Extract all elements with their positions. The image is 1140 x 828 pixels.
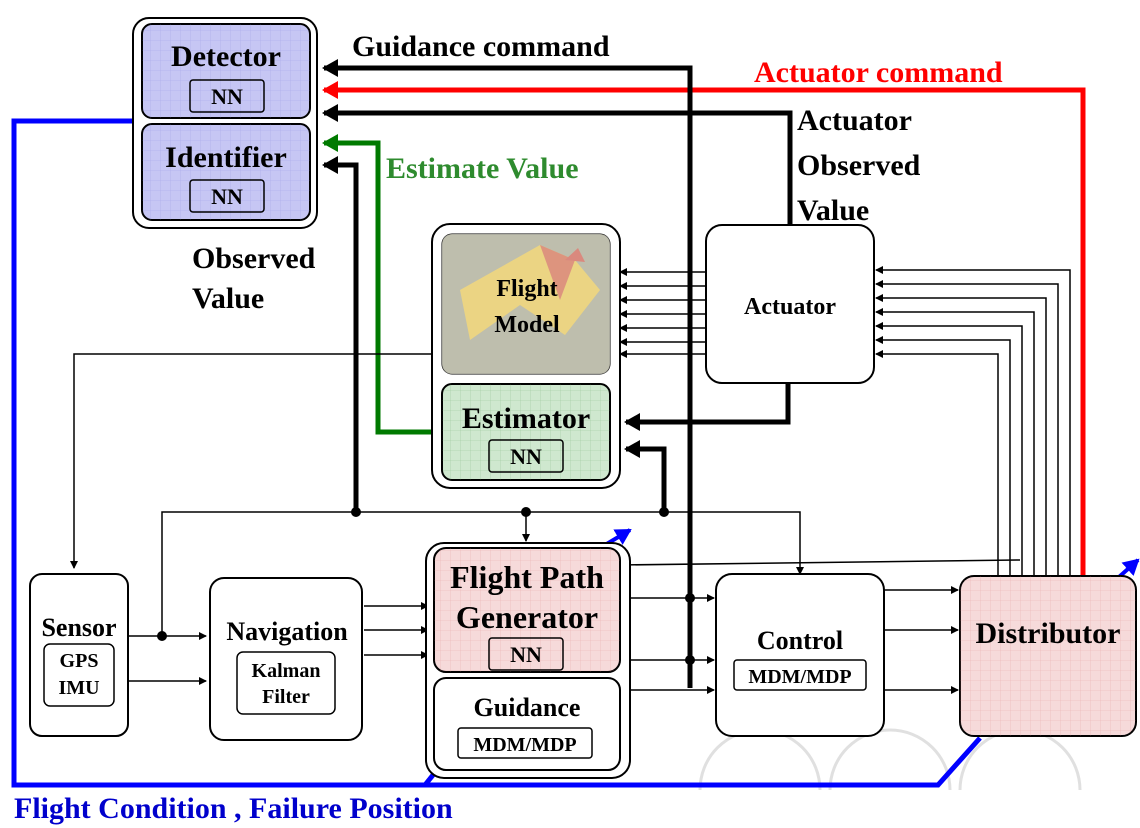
fpg-nn-box — [488, 637, 564, 671]
guidance-command-label: Guidance command — [352, 30, 610, 63]
kalman-filter-box — [236, 651, 336, 715]
footer-label: Flight Condition , Failure Position — [14, 792, 453, 825]
distributor-label: Distributor — [976, 617, 1121, 650]
identifier-nn-label: NN — [211, 184, 243, 209]
control-sub-box — [733, 659, 867, 691]
guidance-sub-box — [457, 727, 593, 759]
kalman-label: Kalman — [252, 660, 321, 682]
navigation-block — [209, 577, 363, 741]
estimator-nn-label: NN — [510, 444, 542, 469]
flight-model-label-2: Model — [494, 312, 560, 338]
actuator-block — [705, 224, 875, 384]
guidance-block — [433, 677, 621, 771]
navigation-label: Navigation — [226, 617, 348, 646]
estimate-value-label: Estimate Value — [386, 152, 579, 185]
identifier-label: Identifier — [165, 141, 287, 174]
actuator-label: Actuator — [744, 294, 836, 320]
fpg-nn-label: NN — [510, 642, 542, 667]
estimator-nn-box — [488, 439, 564, 473]
actuator-command-label: Actuator command — [754, 56, 1003, 89]
guidance-sub-label: MDM/MDP — [473, 734, 576, 756]
observed-value-label-2: Value — [192, 282, 264, 315]
control-label: Control — [757, 626, 843, 655]
actuator-command-line — [322, 81, 1086, 578]
guidance-command-line — [322, 59, 693, 688]
actuator-observed-line — [322, 104, 793, 225]
actuator-observed-label-3: Value — [797, 194, 869, 227]
control-sub-label: MDM/MDP — [748, 666, 851, 688]
aircraft-shape — [460, 245, 600, 340]
observed-value-label-1: Observed — [192, 242, 316, 275]
sensor-to-estimator-line — [624, 440, 667, 512]
fpg-label-2: Generator — [456, 599, 598, 635]
junction-dots — [157, 507, 695, 665]
flight-model-label-1: Flight — [496, 276, 557, 302]
sensor-label: Sensor — [41, 613, 116, 642]
guidance-label: Guidance — [474, 693, 581, 722]
observed-value-line — [322, 156, 359, 510]
watermark — [698, 728, 1082, 791]
sensor-sub-box — [43, 643, 115, 707]
estimate-value-line — [322, 134, 442, 435]
detector-nn-label: NN — [211, 84, 243, 109]
signal-lines — [70, 266, 1071, 694]
actuator-observed-label-1: Actuator — [797, 104, 912, 137]
estimator-label: Estimator — [462, 402, 590, 435]
detector-nn-box — [189, 79, 265, 113]
control-block — [715, 573, 885, 737]
sensor-block — [29, 573, 129, 737]
identifier-nn-box — [189, 179, 265, 213]
filter-label: Filter — [262, 686, 310, 708]
sensor-gps-label: GPS — [60, 650, 99, 672]
actuator-to-estimator-line — [624, 384, 791, 431]
sensor-imu-label: IMU — [58, 677, 99, 699]
detector-label: Detector — [171, 40, 281, 73]
actuator-observed-label-2: Observed — [797, 149, 921, 182]
fpg-label-1: Flight Path — [450, 559, 604, 595]
